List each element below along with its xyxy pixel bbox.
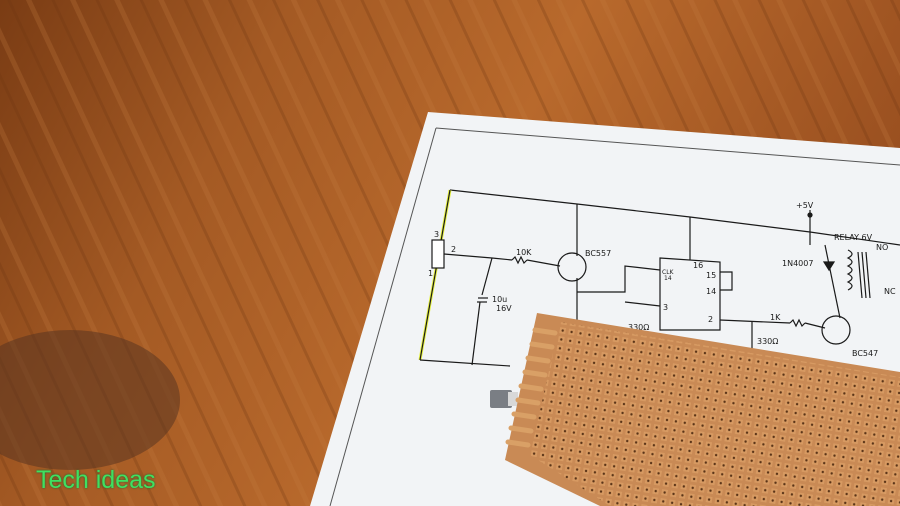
pot-pin2-label: 2 <box>451 245 456 254</box>
pot-pin1-label: 1 <box>428 269 433 278</box>
r1-label: 10K <box>516 248 532 257</box>
pin15-label: 15 <box>706 271 716 280</box>
pin3-label: 3 <box>663 303 668 312</box>
push-button-component <box>490 390 518 408</box>
pin2-label: 2 <box>708 315 713 324</box>
c1-voltage-label: 16V <box>496 304 512 313</box>
r2-label: 330Ω <box>628 323 649 332</box>
q2-label: BC547 <box>852 349 878 358</box>
pin14a-label: 14 <box>664 275 672 282</box>
pin14-label: 14 <box>706 287 716 296</box>
perfboard <box>505 313 900 506</box>
no-label: NO <box>876 243 888 252</box>
supply-label: +5V <box>796 201 814 210</box>
r3-label: 330Ω <box>757 337 778 346</box>
clk-label: CLK <box>662 269 675 276</box>
r4-label: 1K <box>770 313 781 322</box>
schematic-labels: +5V RELAY 6V NO NC 1N4007 10K BC557 10u … <box>428 201 896 358</box>
watermark-text: Tech ideas <box>36 466 156 494</box>
relay-label: RELAY 6V <box>834 233 873 242</box>
q1-label: BC557 <box>585 249 611 258</box>
diode-label: 1N4007 <box>782 259 813 268</box>
pot-pin3-label: 3 <box>434 230 439 239</box>
nc-label: NC <box>884 287 896 296</box>
c1-label: 10u <box>492 295 507 304</box>
hand-blur <box>0 330 180 470</box>
pin16-label: 16 <box>693 261 703 270</box>
circuit-schematic <box>418 189 900 367</box>
